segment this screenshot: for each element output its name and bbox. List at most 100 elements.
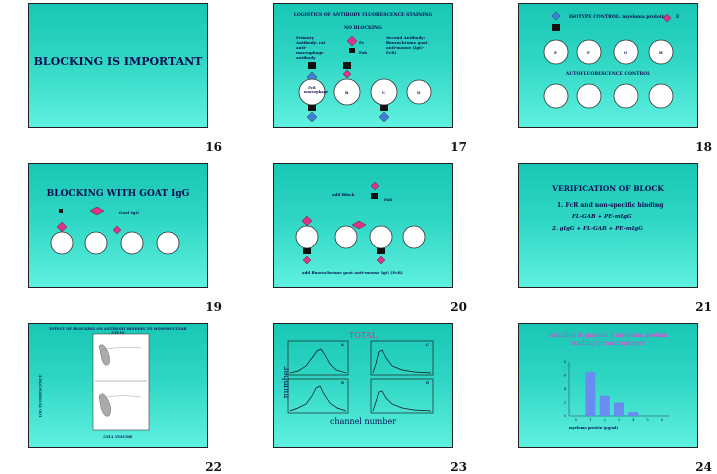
slide-20[interactable]: add Block Fab add fluorochrome goat anti…	[273, 163, 467, 314]
slide-24-bar-4	[628, 411, 639, 416]
slide-24-number: 24	[695, 460, 712, 474]
slide-19-cell-4	[156, 231, 180, 255]
slide-20-cell-4	[402, 225, 426, 249]
slide-19-diagram	[50, 206, 180, 255]
slide-20-thumbnail[interactable]: add Block Fab add fluorochrome goat anti…	[273, 163, 453, 288]
slide-16-thumbnail[interactable]: BLOCKING IS IMPORTANT	[28, 3, 208, 128]
slide-20-label-bottom: add fluorochrome goat anti-mouse IgG (Fc…	[302, 270, 403, 275]
slide-22-lower-density	[98, 393, 111, 417]
slide-18-e-label: E	[676, 15, 680, 20]
slide-20-label-fab: Fab	[384, 197, 393, 202]
slide-18-cell-row2-3	[613, 83, 639, 109]
slide-21-number: 21	[695, 300, 712, 314]
slide-17-cell-label-d: D	[417, 90, 421, 95]
slide-24-xlabel: myeloma protein (μg/ml)	[569, 426, 619, 430]
slide-18-number: 18	[695, 140, 712, 154]
slide-17-title: LOGISTICS OF ANTIBODY FLUORESCENCE STAIN…	[293, 13, 433, 18]
slide-17-left-diamond-bottom	[306, 111, 318, 123]
slide-18[interactable]: ISOTYPE CONTROL: myeloma protein E AUTOF…	[518, 3, 712, 154]
slide-20-label-top: add Block	[332, 192, 355, 197]
slide-19[interactable]: BLOCKING WITH GOAT IgG Goat IgG 19	[28, 163, 222, 314]
slide-19-cell-2	[84, 231, 108, 255]
slide-23-xlabel: channel number	[329, 417, 397, 426]
slide-19-cell-1	[50, 231, 74, 255]
slide-24-x-tick: 6	[661, 418, 663, 422]
slide-21-title: VERIFICATION OF BLOCK	[552, 184, 664, 193]
slide-23-curve-c	[372, 349, 432, 374]
slide-23-curve-b	[289, 385, 347, 412]
slide-18-cell-g	[613, 39, 639, 65]
slide-22-figure	[92, 333, 150, 431]
slide-23[interactable]: TOTAL number channel number A C B D 23	[273, 323, 467, 474]
slide-20-lower-diamond-2	[376, 255, 386, 265]
slide-24[interactable]: variation in gamma 1 myeloma protein bin…	[518, 323, 712, 474]
slide-19-thumbnail[interactable]: BLOCKING WITH GOAT IgG Goat IgG	[28, 163, 208, 288]
slide-24-y-tick: 6	[564, 374, 566, 378]
slide-22-thumbnail[interactable]: EFFECT OF BLOCKING ON ANTIBODY BINDING T…	[28, 323, 208, 448]
slide-22-title: EFFECT OF BLOCKING ON ANTIBODY BINDING T…	[49, 327, 187, 335]
slide-19-free-antibody	[89, 206, 105, 216]
slide-16-number: 16	[205, 140, 222, 154]
slide-20-cell-3	[369, 225, 393, 249]
slide-24-y-tick: 4	[564, 387, 567, 391]
slide-23-number: 23	[450, 460, 467, 474]
slide-22-lower-tail	[100, 395, 142, 399]
slide-24-title: variation in gamma 1 myeloma protein bin…	[548, 332, 668, 347]
slide-23-histograms	[287, 340, 434, 414]
slide-20-lower-block-2	[377, 248, 385, 254]
slide-18-row-label-f: F	[587, 50, 590, 55]
slide-19-small-block	[59, 209, 63, 213]
slide-17-diagram	[298, 35, 432, 123]
slide-18-thumbnail[interactable]: ISOTYPE CONTROL: myeloma protein E AUTOF…	[518, 3, 698, 128]
slide-23-panel-label-b: B	[341, 381, 344, 385]
slide-19-number: 19	[205, 300, 222, 314]
slide-18-title: ISOTYPE CONTROL: myeloma protein	[569, 15, 665, 20]
slide-17-left-block	[308, 62, 316, 69]
slide-19-goat-igg	[112, 225, 122, 235]
slide-21[interactable]: VERIFICATION OF BLOCK 1. FcR and non-spe…	[518, 163, 712, 314]
slide-23-panel-b	[287, 378, 349, 414]
slide-20-mid-antibody	[351, 220, 367, 230]
slide-24-y-tick: 2	[564, 401, 566, 405]
slide-23-thumbnail[interactable]: TOTAL number channel number A C B D	[273, 323, 453, 448]
slide-18-diagram	[543, 11, 674, 109]
slide-24-bar-1	[585, 372, 596, 416]
slide-18-cell-row2-4	[648, 83, 674, 109]
slide-17-fab-label: Fab	[359, 50, 368, 55]
slide-24-x-tick: 3	[618, 418, 620, 422]
slide-17-antibody-diamond	[346, 35, 358, 47]
slide-23-title: TOTAL	[349, 331, 377, 340]
slide-17-thumbnail[interactable]: LOGISTICS OF ANTIBODY FLUORESCENCE STAIN…	[273, 3, 453, 128]
slide-18-cell-h	[648, 39, 674, 65]
slide-20-number: 20	[450, 300, 467, 314]
slide-19-title: BLOCKING WITH GOAT IgG	[46, 189, 190, 199]
slide-17[interactable]: LOGISTICS OF ANTIBODY FLUORESCENCE STAIN…	[273, 3, 467, 154]
slide-18-row-label-h: H	[659, 50, 663, 55]
slide-17-right-label: Second Antibody: fluorochrome goat anti-…	[386, 35, 428, 55]
slide-17-cell-d	[406, 79, 432, 105]
slide-18-block-1	[552, 24, 560, 31]
slide-20-cell-1	[295, 225, 319, 249]
slide-24-thumbnail[interactable]: variation in gamma 1 myeloma protein bin…	[518, 323, 698, 448]
slide-24-y-tick: 8	[564, 360, 566, 364]
slide-24-bar-3	[614, 402, 624, 416]
slide-17-cell-b	[333, 78, 361, 106]
slide-20-lower-block-1	[303, 248, 311, 254]
slide-17-fc-label: Fc	[359, 40, 365, 45]
slide-17-mid-block	[343, 62, 351, 69]
slide-21-line-1: 1. FcR and non-specific binding	[557, 202, 664, 209]
slide-20-left-diamond	[301, 215, 313, 227]
slide-20-fab-block	[371, 193, 378, 199]
slide-21-thumbnail[interactable]: VERIFICATION OF BLOCK 1. FcR and non-spe…	[518, 163, 698, 288]
slide-22[interactable]: EFFECT OF BLOCKING ON ANTIBODY BINDING T…	[28, 323, 222, 474]
slide-22-plot-panel	[92, 333, 150, 431]
slide-23-panel-label-c: C	[426, 343, 429, 347]
slide-23-panel-label-a: A	[341, 343, 344, 347]
slide-20-diagram	[295, 181, 426, 265]
slide-16[interactable]: BLOCKING IS IMPORTANT 16	[28, 3, 222, 154]
slide-24-x-tick: 2	[604, 418, 606, 422]
slide-24-x-tick: 5	[646, 418, 648, 422]
slide-17-subtitle: NO BLOCKING	[343, 26, 383, 31]
slide-17-c-lower-block	[380, 105, 388, 111]
